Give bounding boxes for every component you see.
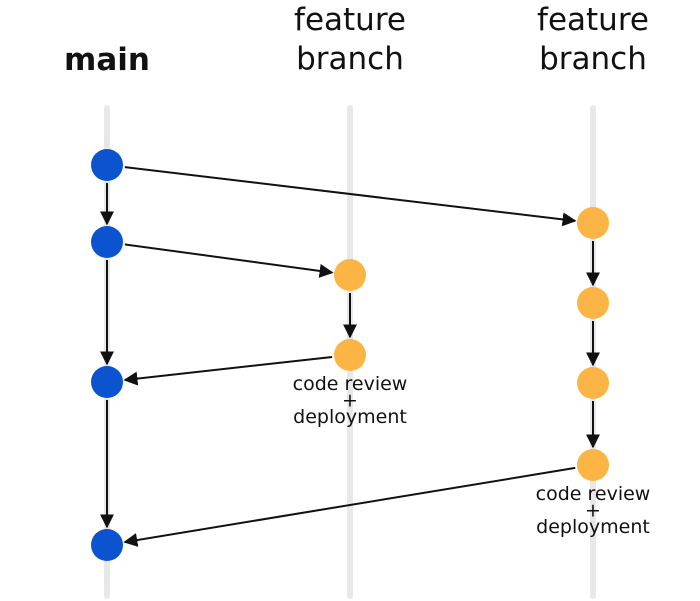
column-title-feature1-line-1: feature [294,2,406,38]
note-feature1-line-2: + [342,390,358,412]
arrow-f1b-to-m3 [123,355,333,386]
column-title-feature2-line-1: feature [537,2,649,38]
commit-node-m4 [91,529,123,561]
commit-node-f2b [577,287,609,319]
column-title-feature2-line-2: branch [539,41,647,77]
column-title-main-line-1: main [64,42,150,78]
commit-nodes [91,149,609,561]
arrow-m2-to-f1a [124,243,334,278]
commit-node-m3 [91,366,123,398]
commit-node-m1 [91,149,123,181]
commit-node-m2 [91,226,123,258]
note-feature2-line-3: deployment [536,516,650,538]
note-feature1-line-3: deployment [293,406,407,428]
arrow-f2d-to-m4 [123,466,576,547]
commit-node-f1a [334,259,366,291]
commit-node-f2a [577,207,609,239]
note-feature1-line-1: code review [293,373,408,395]
commit-node-f1b [334,339,366,371]
note-feature2-line-1: code review [536,483,651,505]
commit-arrows [100,166,600,547]
commit-node-f2c [577,367,609,399]
column-title-feature1-line-2: branch [296,41,404,77]
commit-node-f2d [577,449,609,481]
note-feature2-line-2: + [585,500,601,522]
arrow-m1-to-f2a [124,166,577,227]
